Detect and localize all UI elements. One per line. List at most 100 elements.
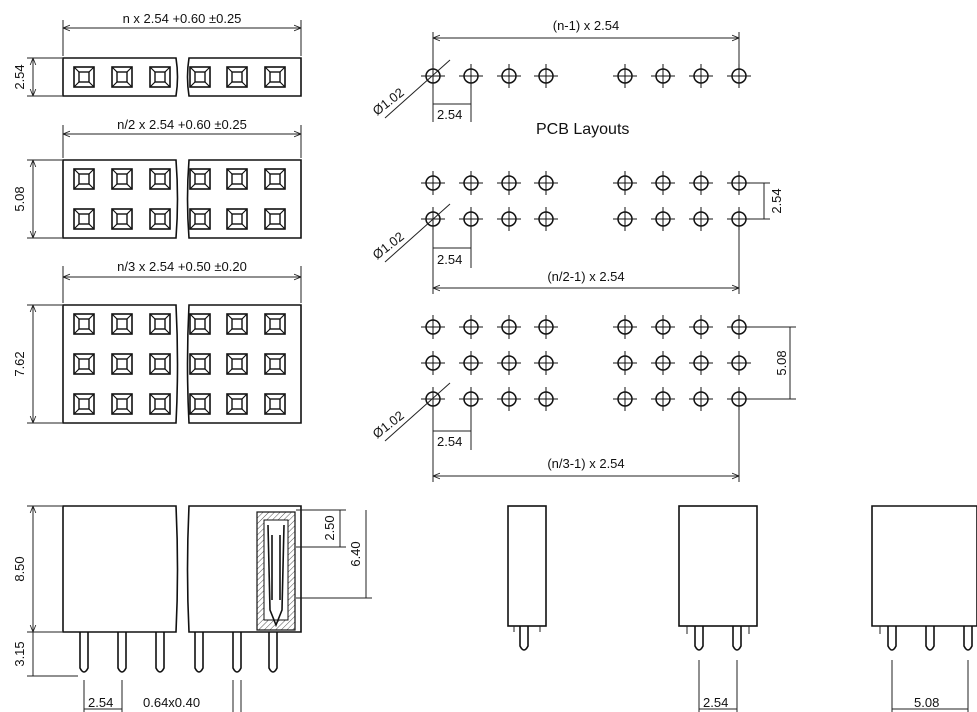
contact-cavity (189, 313, 211, 335)
contact-cavity (111, 66, 133, 88)
contact-cavity (264, 313, 286, 335)
pcb-layout-triple-row: 5.08 2.54 (n/3-1) x 2.54 Ø1.02 (370, 315, 796, 482)
pcb-hole (651, 315, 675, 339)
contact-cavity (111, 353, 133, 375)
pcb-hole (613, 64, 637, 88)
contact-cavity (149, 393, 171, 415)
end-view-2-pitch-label: 2.54 (703, 695, 728, 710)
pcb-hole (497, 351, 521, 375)
contact-cavity (111, 313, 133, 335)
side-pin-length-label: 3.15 (12, 641, 27, 666)
pcb-hole (727, 387, 751, 411)
pcb-hole (497, 207, 521, 231)
pcb-layouts-title: PCB Layouts (536, 121, 629, 138)
side-pin-size-label: 0.64x0.40 (143, 695, 200, 710)
contact-cavity (73, 393, 95, 415)
contact-cavity (73, 168, 95, 190)
pcb-hole (534, 64, 558, 88)
pcb-hole (727, 315, 751, 339)
pcb-hole (689, 315, 713, 339)
contact-cavity (264, 208, 286, 230)
end-view-3-pitch-label: 5.08 (914, 695, 939, 710)
pcb-hole (727, 351, 751, 375)
pcb-hole (689, 351, 713, 375)
contact-cavity (149, 353, 171, 375)
contact-cavity (189, 66, 211, 88)
pcb-2-pitch-label: 2.54 (437, 252, 462, 267)
pcb-hole (534, 387, 558, 411)
top-view-3-height-label: 7.62 (12, 351, 27, 376)
pcb-hole (459, 171, 483, 195)
side-view: 8.50 3.15 2.50 6.40 2.54 0.64x0.40 (12, 505, 372, 712)
pcb-hole (689, 64, 713, 88)
pcb-hole (497, 387, 521, 411)
contact-cavity (189, 168, 211, 190)
pcb-hole (727, 207, 751, 231)
pcb-hole (727, 171, 751, 195)
pcb-hole (613, 207, 637, 231)
pcb-layout-double-row: 2.54 2.54 (n/2-1) x 2.54 Ø1.02 (370, 171, 784, 294)
pcb-hole (613, 315, 637, 339)
top-view-3-width-label: n/3 x 2.54 +0.50 ±0.20 (117, 259, 247, 274)
pcb-hole (613, 171, 637, 195)
pcb-2-hole-label: Ø1.02 (370, 229, 407, 263)
side-pitch-label: 2.54 (88, 695, 113, 710)
pcb-2-span-label: (n/2-1) x 2.54 (547, 269, 624, 284)
contact-cavity (149, 313, 171, 335)
pcb-1-span-label: (n-1) x 2.54 (553, 18, 619, 33)
pcb-hole (534, 171, 558, 195)
pcb-hole (459, 207, 483, 231)
side-contact-depth-label: 6.40 (348, 541, 363, 566)
top-view-2-height-label: 5.08 (12, 186, 27, 211)
end-view-triple-row: 5.08 (871, 505, 977, 712)
pcb-hole (497, 315, 521, 339)
end-view-double-row: 2.54 (678, 505, 758, 712)
top-view-1-width-label: n x 2.54 +0.60 ±0.25 (123, 11, 242, 26)
pcb-hole (421, 64, 445, 88)
pcb-layout-single-row: (n-1) x 2.54 2.54 Ø1.02 (370, 18, 751, 122)
pcb-hole (689, 387, 713, 411)
pcb-3-hole-label: Ø1.02 (370, 408, 407, 442)
pcb-hole (421, 315, 445, 339)
side-height-label: 8.50 (12, 556, 27, 581)
contact-cavity (73, 313, 95, 335)
pcb-1-hole-label: Ø1.02 (370, 85, 407, 119)
contact-cavity (264, 393, 286, 415)
contact-cavity (226, 353, 248, 375)
contact-cavity (189, 208, 211, 230)
contact-cavity (111, 393, 133, 415)
pcb-hole (651, 207, 675, 231)
contact-cavity (73, 353, 95, 375)
pcb-hole (534, 207, 558, 231)
top-view-1-height-label: 2.54 (12, 64, 27, 89)
pcb-hole (459, 64, 483, 88)
contact-cavity (264, 66, 286, 88)
pcb-hole (421, 351, 445, 375)
pcb-1-pitch-label: 2.54 (437, 107, 462, 122)
contact-cavity (226, 313, 248, 335)
pcb-hole (727, 64, 751, 88)
contact-cavity (226, 66, 248, 88)
pcb-hole (651, 171, 675, 195)
pcb-3-row-label: 5.08 (774, 350, 789, 375)
pcb-hole (689, 207, 713, 231)
pcb-hole (651, 387, 675, 411)
pcb-hole (497, 171, 521, 195)
contact-cavity (264, 168, 286, 190)
contact-cavity (73, 208, 95, 230)
contact-cavity (226, 208, 248, 230)
contact-cavity (189, 353, 211, 375)
contact-cavity (226, 393, 248, 415)
contact-cavity (149, 66, 171, 88)
side-view-pins (79, 632, 278, 673)
top-view-triple-row: n/3 x 2.54 +0.50 ±0.20 7.62 (12, 259, 302, 424)
pcb-hole (613, 387, 637, 411)
pcb-hole (534, 351, 558, 375)
contact-cavity (264, 353, 286, 375)
pcb-hole (459, 351, 483, 375)
contact-cavity (73, 66, 95, 88)
pcb-3-pitch-label: 2.54 (437, 434, 462, 449)
pcb-hole (534, 315, 558, 339)
contact-cavity (149, 168, 171, 190)
